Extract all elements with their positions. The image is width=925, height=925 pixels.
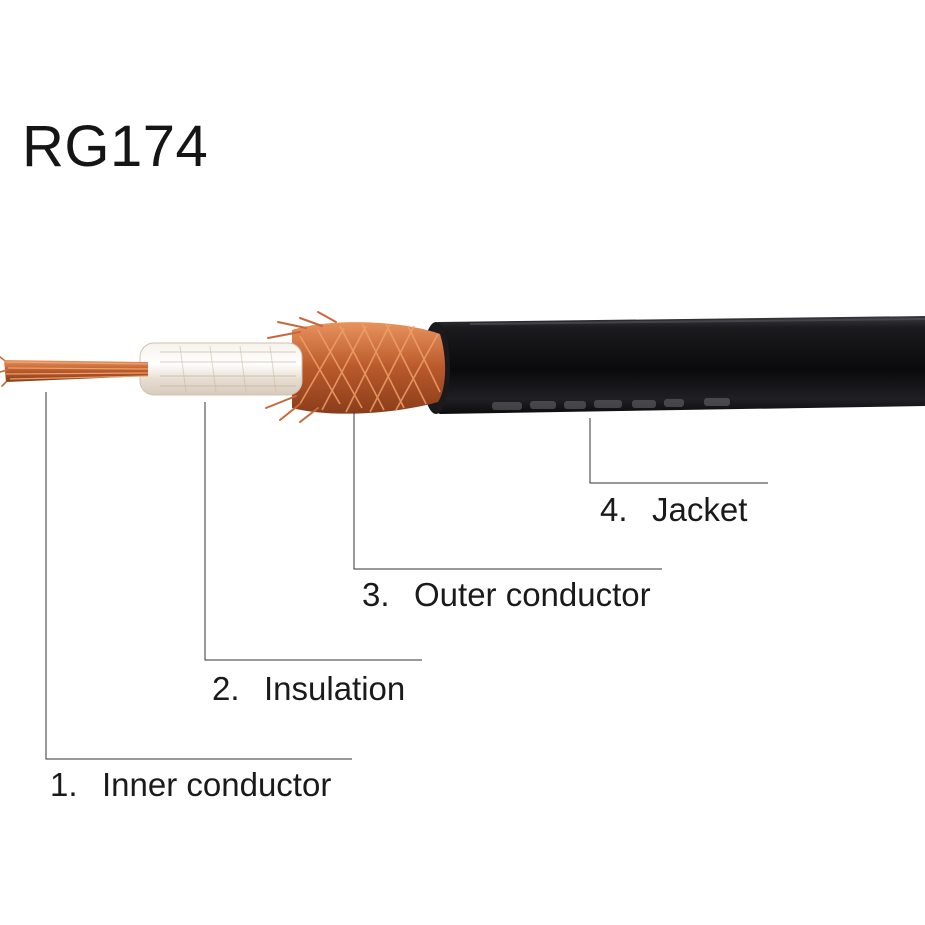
label-text: Inner conductor [102, 766, 332, 803]
label-text: Insulation [264, 670, 406, 707]
leader-lines [45, 392, 768, 760]
leader-line-outer-conductor [353, 413, 662, 570]
label-number: 4. [600, 491, 628, 528]
label-number: 2. [212, 670, 240, 707]
label-jacket: 4. Jacket [600, 493, 747, 526]
label-insulation: 2. Insulation [212, 672, 405, 705]
label-outer-conductor: 3. Outer conductor [362, 578, 651, 611]
leader-line-jacket [589, 418, 768, 484]
label-number: 3. [362, 576, 390, 613]
label-text: Outer conductor [414, 576, 651, 613]
label-inner-conductor: 1. Inner conductor [50, 768, 331, 801]
diagram-title: RG174 [22, 114, 209, 179]
label-text: Jacket [652, 491, 748, 528]
inner-conductor-wire [0, 356, 149, 387]
insulation-part [139, 342, 303, 396]
label-number: 1. [50, 766, 78, 803]
leader-line-inner-conductor [45, 392, 352, 760]
leader-line-insulation [204, 402, 422, 661]
jacket-part [420, 316, 925, 414]
